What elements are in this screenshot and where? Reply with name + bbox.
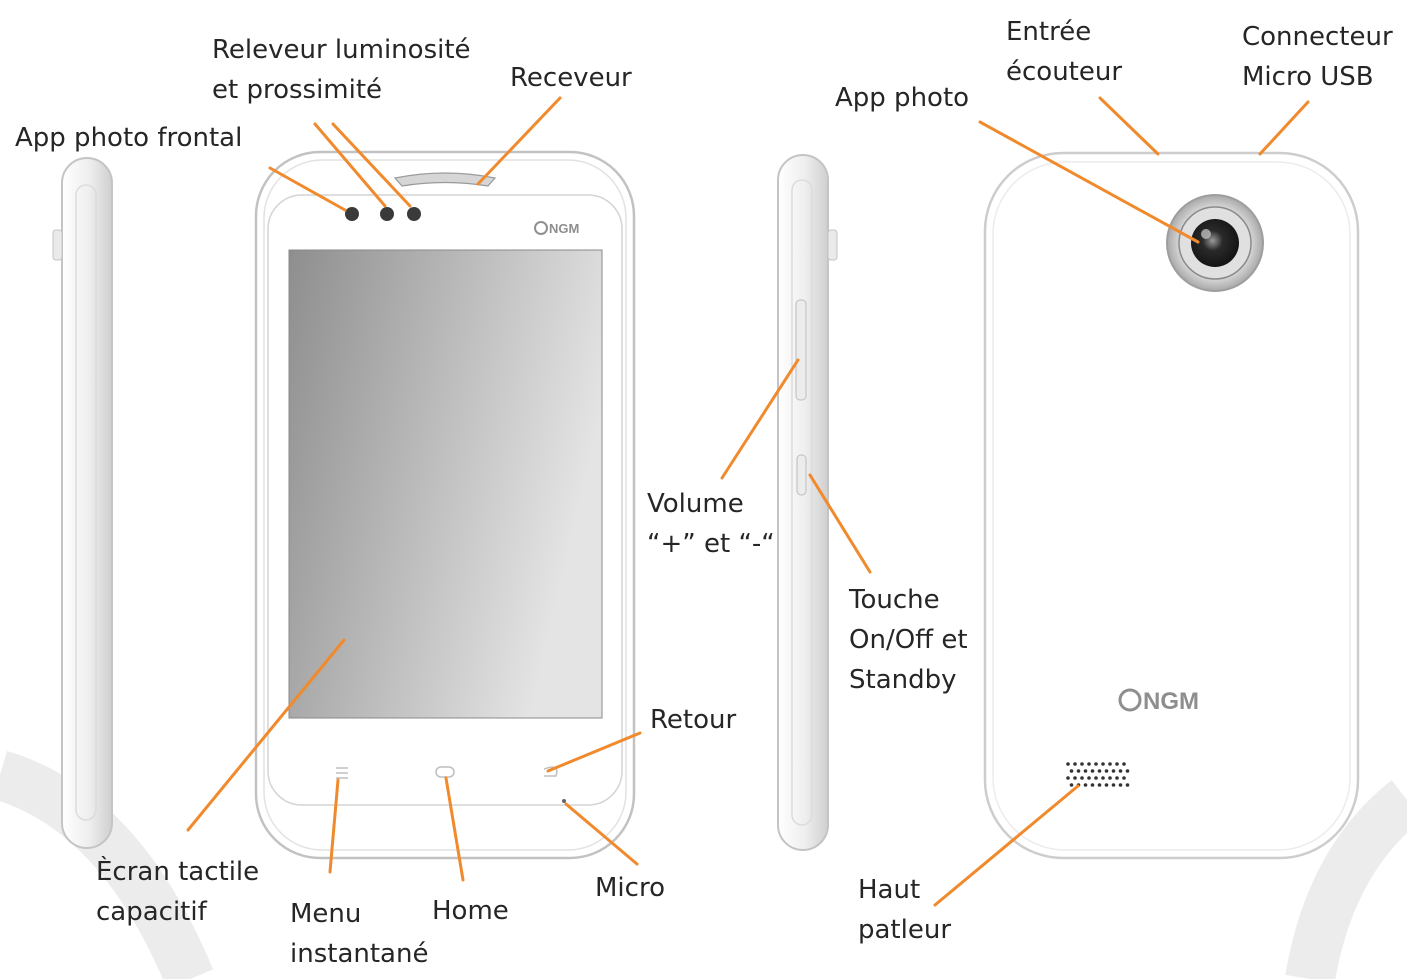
- label-volume-keys: Volume “+” et “-“: [647, 489, 775, 559]
- label-menu-key: Menu instantané: [290, 899, 429, 969]
- speaker-grille-hole: [1080, 776, 1084, 780]
- leader-proximity-sensor: [331, 122, 412, 208]
- leader-rear-camera: [978, 120, 1200, 244]
- leader-home-key: [444, 776, 465, 882]
- label-receiver: Receveur: [510, 63, 632, 93]
- label-home-key: Home: [432, 896, 509, 926]
- leader-volume: [720, 358, 800, 480]
- speaker-grille-hole: [1090, 769, 1095, 773]
- front-logo: NGM: [549, 221, 579, 236]
- speaker-grille-hole: [1101, 762, 1105, 766]
- speaker-grille-hole: [1080, 762, 1084, 766]
- speaker-grille-hole: [1118, 769, 1123, 773]
- ngm-logo-icon: [534, 221, 548, 235]
- speaker-grille-hole: [1108, 776, 1112, 780]
- menu-key-icon: [336, 767, 348, 779]
- speaker-grille-hole: [1122, 776, 1126, 780]
- label-front-camera: App photo frontal: [15, 123, 243, 153]
- speaker-grille-hole: [1076, 769, 1081, 773]
- back-logo: NGM: [1143, 688, 1199, 715]
- ngm-back-logo-icon: [1118, 688, 1142, 712]
- leader-lines: [186, 96, 1310, 907]
- phone-back-view: NGM: [983, 151, 1360, 860]
- speaker-grille-hole: [1125, 783, 1130, 787]
- speaker-grille-hole: [1090, 783, 1095, 787]
- leader-headphone-jack: [1098, 96, 1160, 156]
- leader-back-key: [546, 731, 642, 773]
- proximity-sensor-dot: [407, 207, 421, 221]
- touchscreen-display: [288, 249, 603, 719]
- speaker-grille: [1066, 762, 1130, 787]
- leader-light-sensor: [313, 122, 387, 208]
- speaker-grille-hole: [1094, 762, 1098, 766]
- phone-front-view: NGM: [254, 150, 636, 860]
- label-light-proximity-sensor: Releveur luminosité et prossimité: [212, 35, 471, 105]
- microphone-hole: [562, 799, 566, 803]
- speaker-grille-hole: [1066, 776, 1070, 780]
- leader-usb-connector: [1258, 100, 1310, 156]
- label-loudspeaker: Haut patleur: [858, 875, 952, 945]
- leader-loudspeaker: [933, 784, 1080, 907]
- speaker-grille-hole: [1122, 762, 1126, 766]
- leader-touchscreen: [186, 638, 346, 832]
- speaker-grille-hole: [1115, 776, 1119, 780]
- leader-receiver: [476, 96, 562, 186]
- label-microphone: Micro: [595, 873, 665, 903]
- speaker-grille-hole: [1087, 762, 1091, 766]
- speaker-grille-hole: [1104, 783, 1109, 787]
- speaker-grille-hole: [1101, 776, 1105, 780]
- speaker-grille-hole: [1087, 776, 1091, 780]
- speaker-grille-hole: [1083, 783, 1088, 787]
- speaker-grille-hole: [1094, 776, 1098, 780]
- label-touchscreen: Ècran tactile capacitif: [96, 857, 260, 927]
- speaker-grille-hole: [1125, 769, 1130, 773]
- speaker-grille-hole: [1073, 762, 1077, 766]
- speaker-grille-hole: [1066, 762, 1070, 766]
- speaker-grille-hole: [1108, 762, 1112, 766]
- label-power-key: Touche On/Off et Standby: [849, 585, 968, 695]
- phone-side-view-left: [52, 157, 113, 849]
- watermark-arc-left: [0, 751, 214, 979]
- leader-power: [808, 473, 872, 574]
- leader-menu-key: [328, 778, 340, 874]
- speaker-grille-hole: [1115, 762, 1119, 766]
- speaker-grille-hole: [1097, 783, 1102, 787]
- phone-side-view-right: [777, 154, 838, 851]
- speaker-grille-hole: [1111, 783, 1116, 787]
- label-usb-connector: Connecteur Micro USB: [1242, 22, 1393, 92]
- leader-front-camera: [268, 166, 347, 212]
- speaker-grille-hole: [1083, 769, 1088, 773]
- speaker-grille-hole: [1069, 783, 1074, 787]
- label-back-key: Retour: [650, 705, 737, 735]
- speaker-grille-hole: [1069, 769, 1074, 773]
- leader-microphone: [564, 802, 639, 866]
- power-button: [796, 454, 807, 496]
- speaker-grille-hole: [1104, 769, 1109, 773]
- speaker-grille-hole: [1073, 776, 1077, 780]
- speaker-grille-hole: [1097, 769, 1102, 773]
- watermark-arc-right: [1285, 780, 1407, 979]
- label-headphone-jack: Entrée écouteur: [1006, 17, 1123, 87]
- light-sensor-dot: [380, 207, 394, 221]
- label-rear-camera: App photo: [835, 83, 970, 113]
- front-camera-dot: [345, 207, 359, 221]
- speaker-grille-hole: [1111, 769, 1116, 773]
- volume-rocker: [795, 299, 807, 401]
- speaker-grille-hole: [1118, 783, 1123, 787]
